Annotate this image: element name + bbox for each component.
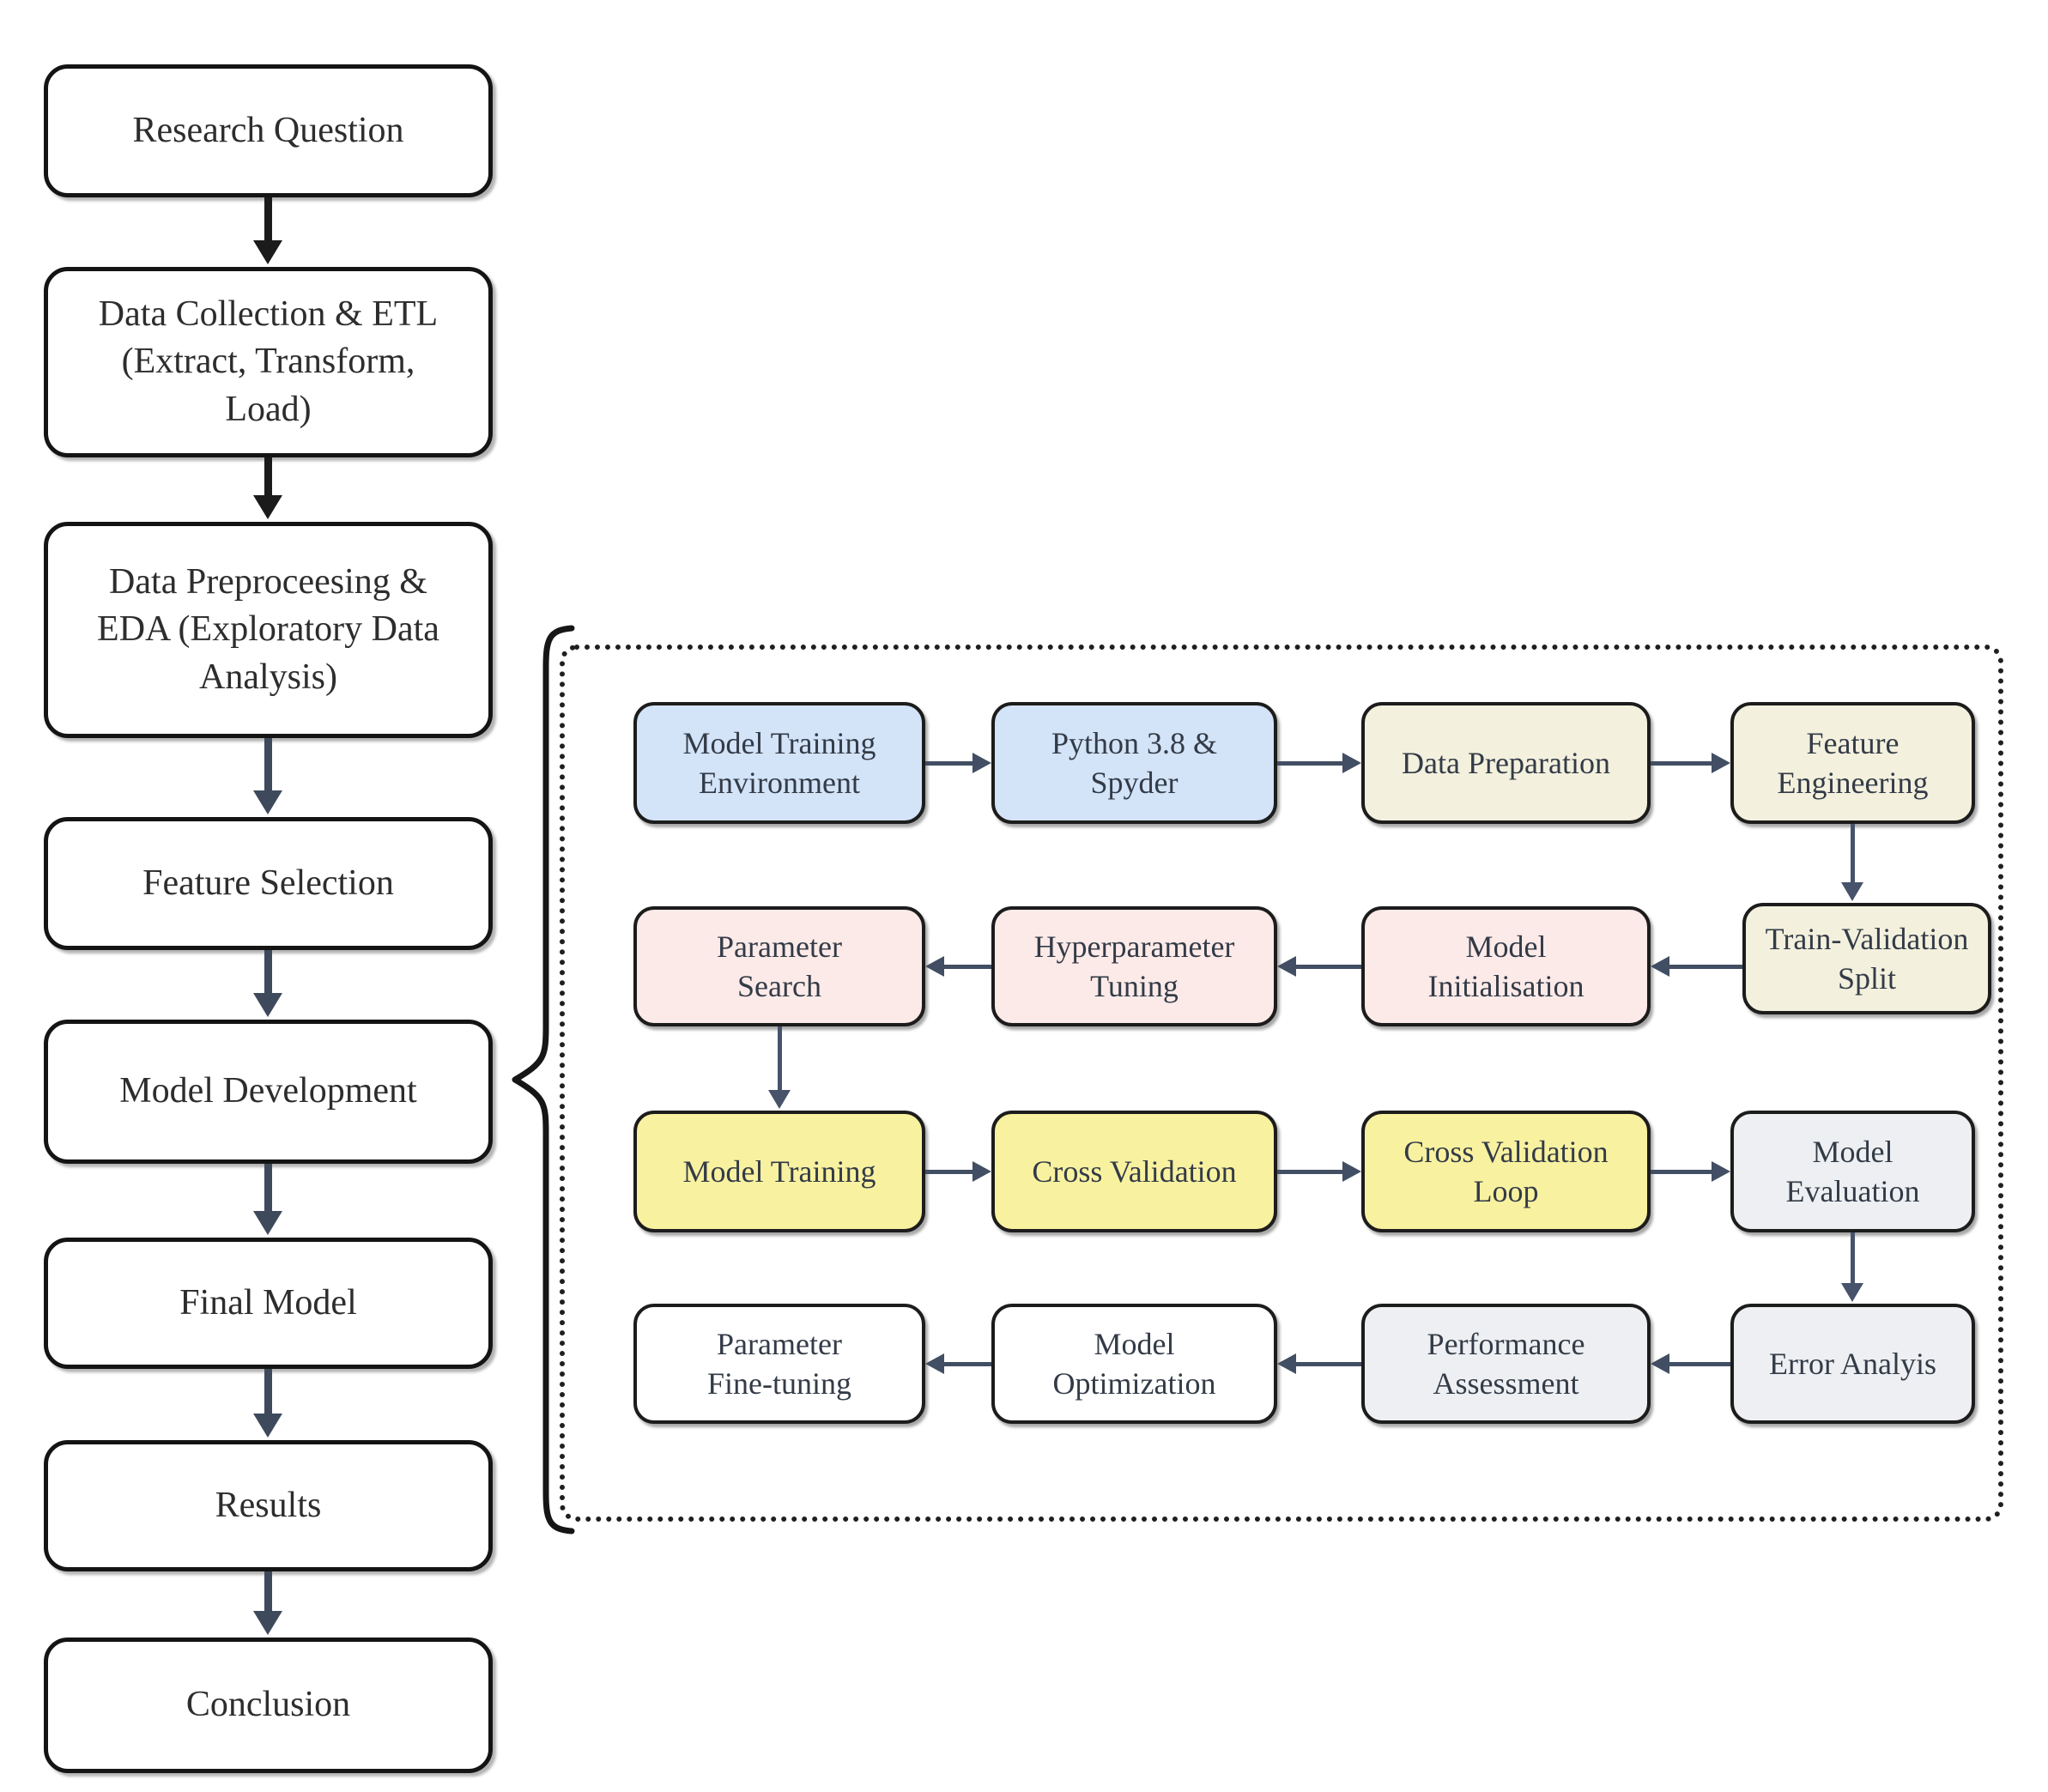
node-parameter-fine-tuning: Parameter Fine-tuning	[633, 1304, 925, 1424]
node-model-initialisation: Model Initialisation	[1361, 906, 1651, 1026]
node-data-preparation: Data Preparation	[1361, 702, 1651, 824]
flow-step-data-preprocessing-eda: Data Preproceesing & EDA (Exploratory Da…	[44, 522, 493, 738]
node-cross-validation: Cross Validation	[991, 1111, 1277, 1232]
left-arrow	[925, 955, 991, 978]
right-arrow	[1651, 1160, 1730, 1183]
node-train-validation-split: Train-Validation Split	[1742, 903, 1991, 1014]
flow-step-research-question: Research Question	[44, 64, 493, 197]
down-arrow	[253, 457, 282, 519]
curly-brace	[512, 625, 575, 1535]
flow-step-results: Results	[44, 1440, 493, 1571]
node-model-training-environment: Model Training Environment	[633, 702, 925, 824]
node-performance-assessment: Performance Assessment	[1361, 1304, 1651, 1424]
node-cross-validation-loop: Cross Validation Loop	[1361, 1111, 1651, 1232]
node-python-spyder: Python 3.8 & Spyder	[991, 702, 1277, 824]
left-arrow	[1651, 955, 1742, 978]
left-arrow	[1277, 955, 1361, 978]
node-feature-engineering: Feature Engineering	[1730, 702, 1975, 824]
down-arrow	[253, 950, 282, 1017]
down-arrow	[253, 738, 282, 814]
down-arrow	[253, 197, 282, 264]
down-arrow	[253, 1369, 282, 1438]
flow-step-conclusion: Conclusion	[44, 1638, 493, 1773]
node-model-optimization: Model Optimization	[991, 1304, 1277, 1424]
dotted-frame	[560, 645, 2003, 1522]
right-arrow	[1277, 752, 1361, 774]
node-hyperparameter-tuning: Hyperparameter Tuning	[991, 906, 1277, 1026]
down-arrow	[1839, 824, 1865, 901]
down-arrow	[253, 1571, 282, 1635]
left-arrow	[925, 1353, 991, 1375]
node-model-evaluation: Model Evaluation	[1730, 1111, 1975, 1232]
down-arrow	[1839, 1232, 1865, 1302]
right-arrow	[1277, 1160, 1361, 1183]
flow-step-model-development: Model Development	[44, 1020, 493, 1164]
left-arrow	[1651, 1353, 1730, 1375]
right-arrow	[925, 752, 991, 774]
flow-step-feature-selection: Feature Selection	[44, 817, 493, 950]
left-arrow	[1277, 1353, 1361, 1375]
node-error-analysis: Error Analyis	[1730, 1304, 1975, 1424]
flow-step-final-model: Final Model	[44, 1238, 493, 1369]
down-arrow	[253, 1164, 282, 1235]
right-arrow	[1651, 752, 1730, 774]
node-parameter-search: Parameter Search	[633, 906, 925, 1026]
node-model-training: Model Training	[633, 1111, 925, 1232]
right-arrow	[925, 1160, 991, 1183]
down-arrow	[766, 1026, 792, 1109]
flow-step-data-collection-etl: Data Collection & ETL (Extract, Transfor…	[44, 267, 493, 457]
